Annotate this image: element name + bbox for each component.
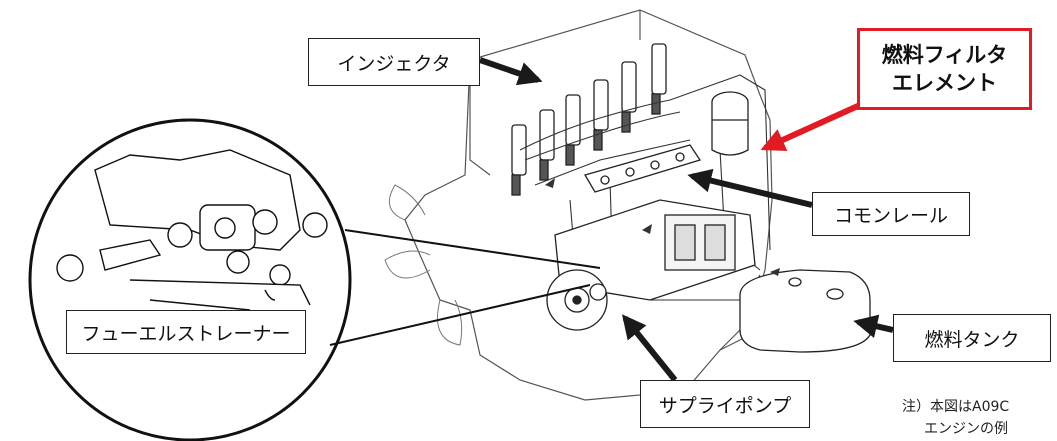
- fuel-tank-label-text: 燃料タンク: [924, 328, 1020, 351]
- supply-pump-label-text: サプライポンプ: [658, 394, 792, 417]
- footnote-line1: 注）本図はA09C: [902, 399, 1010, 415]
- fuel-filter-label-line2: エレメント: [892, 71, 997, 95]
- fuel-strainer-label: フューエルストレーナー: [66, 310, 306, 354]
- footnote: 注）本図はA09C エンジンの例: [902, 396, 1009, 440]
- flow-arrows: [545, 178, 780, 276]
- fuel-filter-label-line1: 燃料フィルタ: [881, 42, 1008, 67]
- fuel-strainer-label-text: フューエルストレーナー: [81, 322, 291, 345]
- fuel-filter-element-label: 燃料フィルタ エレメント: [857, 28, 1032, 110]
- injector-label-text: インジェクタ: [337, 52, 451, 75]
- fuel-tank-label: 燃料タンク: [893, 314, 1051, 362]
- fuel-filter: [711, 91, 749, 156]
- callout-arrows: [479, 57, 894, 382]
- common-rail-label: コモンレール: [812, 192, 970, 236]
- injector-label: インジェクタ: [308, 38, 480, 86]
- supply-pump-label: サプライポンプ: [640, 380, 810, 428]
- fan: [384, 184, 463, 346]
- footnote-line2: エンジンの例: [924, 421, 1008, 437]
- common-rail-label-text: コモンレール: [833, 204, 948, 227]
- injectors: [511, 43, 667, 196]
- common-rail: [584, 144, 702, 193]
- fuel-tank-shape: [739, 269, 871, 353]
- supply-pump: [546, 199, 756, 331]
- strainer-magnifier: [28, 118, 601, 441]
